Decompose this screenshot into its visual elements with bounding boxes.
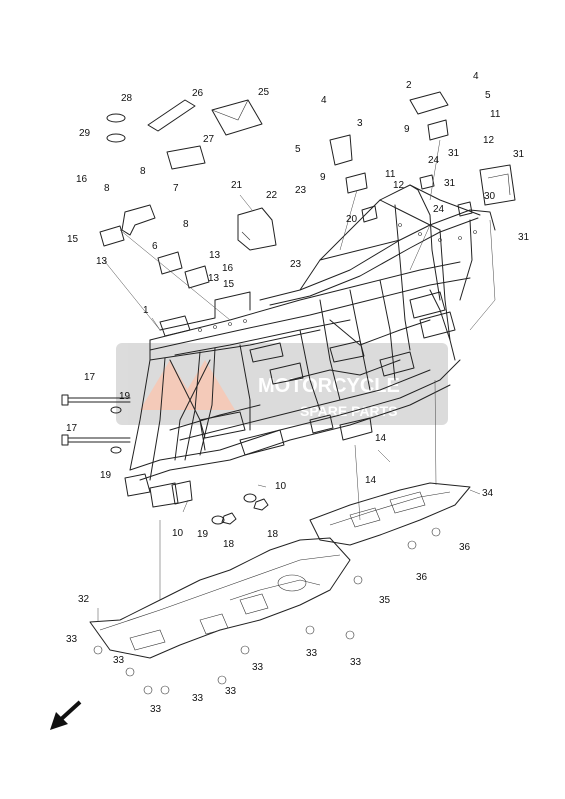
part-callout-13: 13 <box>96 256 108 267</box>
callout-labels: 1234455678889910101111121213131314141515… <box>66 71 530 715</box>
part-callout-36: 36 <box>416 572 428 583</box>
part-callout-31: 31 <box>518 232 530 243</box>
part-callout-33: 33 <box>306 648 318 659</box>
part-callout-21: 21 <box>231 180 243 191</box>
part-callout-23: 23 <box>290 259 302 270</box>
part-callout-12: 12 <box>393 180 405 191</box>
part-callout-33: 33 <box>192 693 204 704</box>
part-callout-35: 35 <box>379 595 391 606</box>
part-callout-33: 33 <box>252 662 264 673</box>
part-callout-20: 20 <box>346 214 358 225</box>
part-callout-9: 9 <box>320 172 326 183</box>
part-callout-24: 24 <box>428 155 440 166</box>
watermark-title: MOTORCYCLE <box>258 375 400 397</box>
part-callout-9: 9 <box>404 124 410 135</box>
part-callout-7: 7 <box>173 183 179 194</box>
watermark-subtitle: SPARE PARTS <box>300 403 398 419</box>
part-callout-33: 33 <box>66 634 78 645</box>
part-callout-19: 19 <box>119 391 131 402</box>
part-callout-8: 8 <box>140 166 146 177</box>
part-callout-22: 22 <box>266 190 278 201</box>
part-callout-33: 33 <box>113 655 125 666</box>
part-callout-6: 6 <box>152 241 158 252</box>
part-callout-15: 15 <box>67 234 79 245</box>
part-callout-5: 5 <box>485 90 491 101</box>
part-callout-1: 1 <box>143 305 149 316</box>
part-callout-32: 32 <box>78 594 90 605</box>
part-callout-31: 31 <box>513 149 525 160</box>
part-callout-12: 12 <box>483 135 495 146</box>
part-callout-26: 26 <box>192 88 204 99</box>
part-callout-33: 33 <box>150 704 162 715</box>
part-callout-13: 13 <box>208 273 220 284</box>
part-callout-30: 30 <box>484 191 496 202</box>
small-parts <box>61 91 516 695</box>
part-callout-17: 17 <box>84 372 96 383</box>
part-callout-4: 4 <box>321 95 327 106</box>
part-callout-28: 28 <box>121 93 133 104</box>
part-callout-25: 25 <box>258 87 270 98</box>
part-callout-10: 10 <box>275 481 287 492</box>
part-callout-19: 19 <box>100 470 112 481</box>
part-callout-14: 14 <box>375 433 387 444</box>
part-callout-14: 14 <box>365 475 377 486</box>
part-callout-36: 36 <box>459 542 471 553</box>
part-callout-5: 5 <box>295 144 301 155</box>
main-frame <box>124 184 496 508</box>
part-callout-33: 33 <box>225 686 237 697</box>
front-arrow-icon <box>50 700 82 730</box>
part-callout-33: 33 <box>350 657 362 668</box>
part-callout-2: 2 <box>406 80 412 91</box>
part-callout-11: 11 <box>385 169 396 180</box>
part-callout-4: 4 <box>473 71 479 82</box>
part-callout-29: 29 <box>79 128 91 139</box>
part-callout-24: 24 <box>433 204 445 215</box>
part-callout-18: 18 <box>267 529 279 540</box>
part-callout-19: 19 <box>197 529 209 540</box>
part-callout-10: 10 <box>172 528 184 539</box>
part-callout-27: 27 <box>203 134 215 145</box>
part-callout-8: 8 <box>183 219 189 230</box>
part-callout-11: 11 <box>490 109 501 120</box>
leader-lines <box>97 139 496 622</box>
part-callout-31: 31 <box>448 148 460 159</box>
part-callout-16: 16 <box>76 174 88 185</box>
part-callout-18: 18 <box>223 539 235 550</box>
part-callout-3: 3 <box>357 118 363 129</box>
part-callout-8: 8 <box>104 183 110 194</box>
part-callout-23: 23 <box>295 185 307 196</box>
part-callout-15: 15 <box>223 279 235 290</box>
skid-plate-front <box>89 537 351 659</box>
part-callout-17: 17 <box>66 423 78 434</box>
part-callout-16: 16 <box>222 263 234 274</box>
part-callout-13: 13 <box>209 250 221 261</box>
part-callout-34: 34 <box>482 488 494 499</box>
part-callout-31: 31 <box>444 178 456 189</box>
skid-plate-rear <box>309 482 471 546</box>
